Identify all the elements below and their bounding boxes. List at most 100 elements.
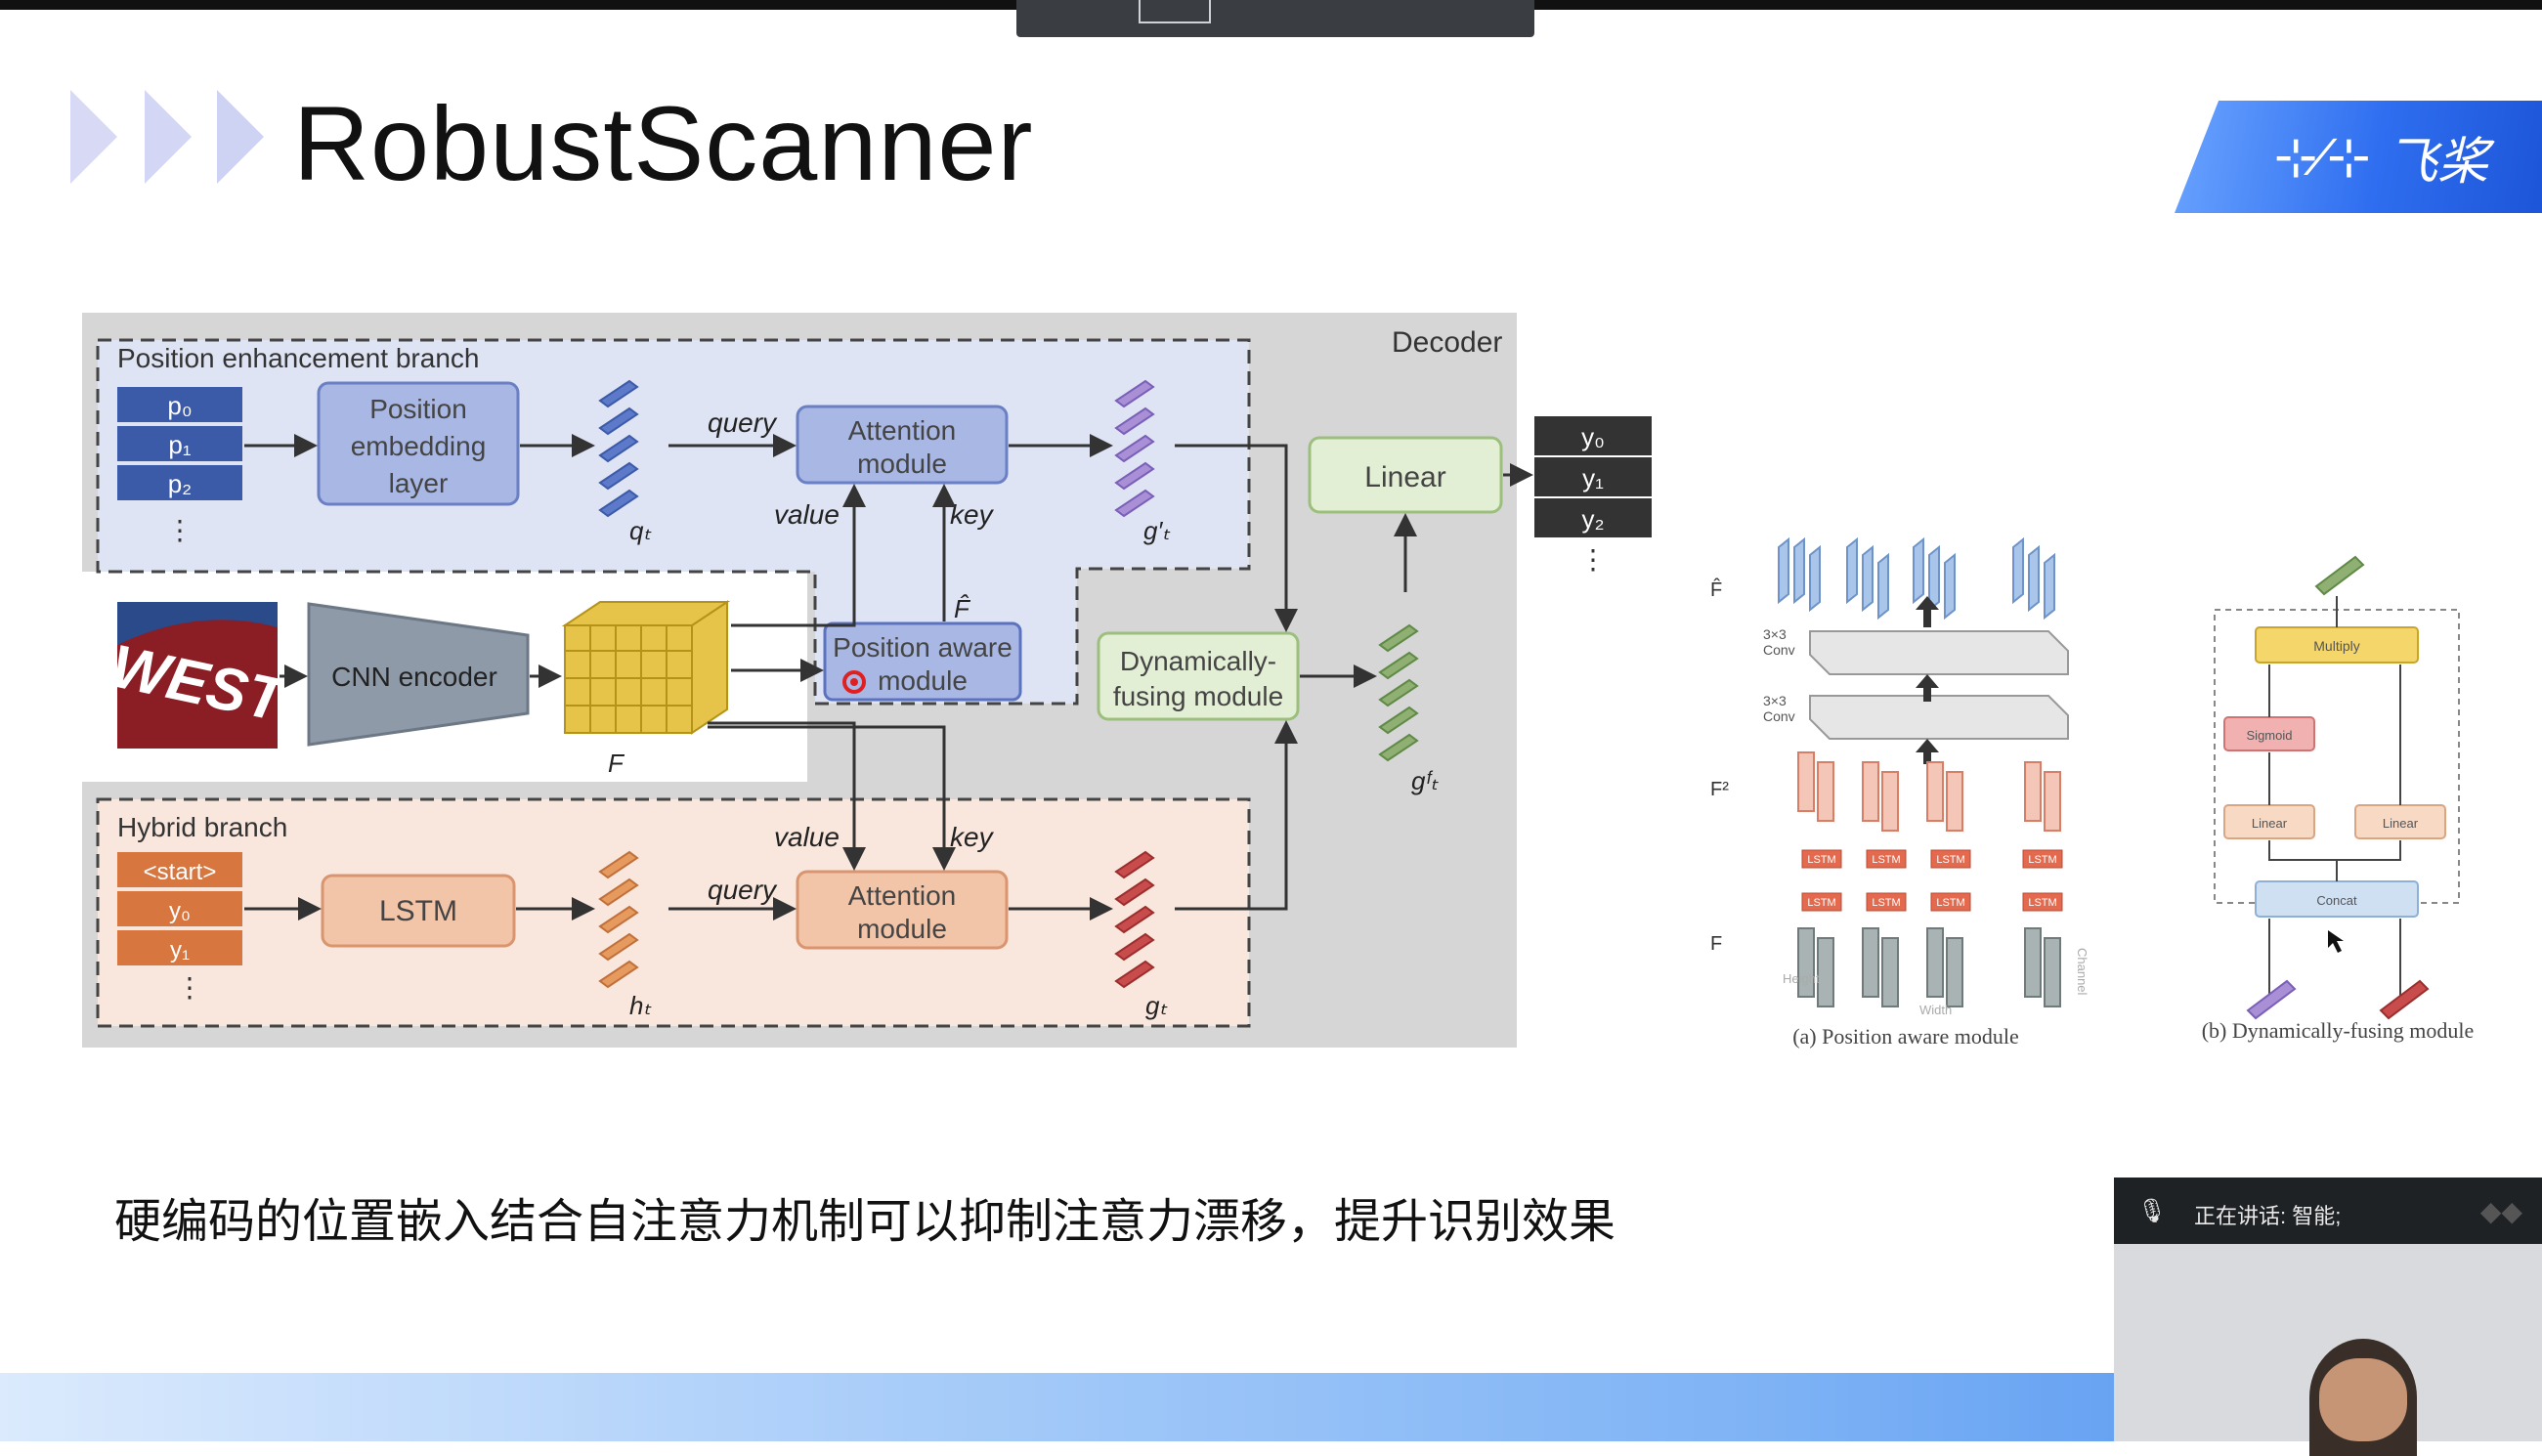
token-y1: y₁ bbox=[170, 937, 190, 964]
svg-text:LSTM: LSTM bbox=[1936, 897, 1964, 909]
svg-text:gₜ: gₜ bbox=[1145, 991, 1168, 1020]
svg-text:⋮: ⋮ bbox=[176, 972, 203, 1003]
svg-text:key: key bbox=[950, 499, 995, 530]
svg-text:F: F bbox=[608, 749, 625, 778]
svg-text:module: module bbox=[857, 449, 947, 479]
webcam-status-bar: 🎙 正在讲话: 智能; ◆◆ bbox=[2114, 1178, 2542, 1244]
svg-text:module: module bbox=[857, 914, 947, 944]
svg-text:Linear: Linear bbox=[2383, 816, 2419, 831]
paddle-logo: ⊹∕⊹ 飞桨 bbox=[2175, 101, 2542, 213]
svg-text:Attention: Attention bbox=[848, 415, 957, 446]
svg-text:embedding: embedding bbox=[351, 431, 487, 461]
svg-text:module: module bbox=[878, 665, 968, 696]
svg-text:Sigmoid: Sigmoid bbox=[2247, 728, 2293, 743]
cnn-encoder bbox=[307, 602, 530, 747]
svg-text:⋮: ⋮ bbox=[166, 515, 194, 545]
position-branch-label: Position enhancement branch bbox=[117, 343, 479, 373]
feature-map-F bbox=[561, 600, 731, 735]
attention-module-bottom bbox=[796, 870, 1009, 950]
paddle-mark-icon: ⊹∕⊹ bbox=[2273, 128, 2371, 187]
token-start: <start> bbox=[144, 859, 217, 885]
output-y1: y₁ bbox=[1582, 463, 1604, 492]
svg-text:Conv: Conv bbox=[1763, 642, 1795, 658]
audio-level-icon: ◆◆ bbox=[2479, 1196, 2522, 1226]
h-stack bbox=[598, 850, 639, 989]
linear-box bbox=[1308, 436, 1503, 514]
svg-text:gᶠₜ: gᶠₜ bbox=[1411, 766, 1440, 795]
svg-text:LSTM: LSTM bbox=[1872, 897, 1900, 909]
hybrid-branch-region bbox=[96, 797, 1251, 1028]
token-p0: p₀ bbox=[167, 391, 192, 420]
position-embedding-box bbox=[317, 381, 520, 506]
caption-b: (b) Dynamically-fusing module bbox=[2202, 1018, 2475, 1043]
svg-text:⋮: ⋮ bbox=[1579, 544, 1607, 575]
svg-text:LSTM: LSTM bbox=[1807, 897, 1835, 909]
svg-text:fusing module: fusing module bbox=[1113, 681, 1283, 711]
lstm-box bbox=[321, 874, 516, 948]
svg-text:layer: layer bbox=[389, 468, 449, 498]
svg-text:query: query bbox=[708, 407, 778, 438]
svg-text:g′ₜ: g′ₜ bbox=[1143, 516, 1171, 545]
svg-text:value: value bbox=[774, 499, 840, 530]
dynamic-fusing-detail: Multiply Sigmoid Linear Linear Concat (b… bbox=[2170, 537, 2541, 1055]
screen-share-toolbar[interactable] bbox=[1016, 0, 1534, 37]
svg-text:Width: Width bbox=[1919, 1003, 1952, 1017]
svg-text:Linear: Linear bbox=[1364, 461, 1445, 493]
g-t-stack bbox=[1114, 850, 1155, 989]
caption-a: (a) Position aware module bbox=[1792, 1024, 2019, 1049]
svg-text:LSTM: LSTM bbox=[2028, 854, 2056, 866]
svg-text:LSTM: LSTM bbox=[2028, 897, 2056, 909]
slide-title: RobustScanner bbox=[293, 84, 1034, 202]
svg-text:Dynamically-: Dynamically- bbox=[1120, 646, 1276, 676]
svg-text:Channel: Channel bbox=[2075, 948, 2090, 996]
svg-text:hₜ: hₜ bbox=[629, 991, 652, 1020]
svg-text:F̂: F̂ bbox=[954, 594, 971, 623]
svg-text:key: key bbox=[950, 822, 995, 852]
output-y0: y₀ bbox=[1581, 422, 1605, 451]
svg-text:Height: Height bbox=[1783, 971, 1820, 986]
dynamic-fusing-module bbox=[1097, 631, 1300, 721]
svg-text:CNN encoder: CNN encoder bbox=[331, 662, 497, 692]
svg-text:F̂: F̂ bbox=[1710, 578, 1722, 601]
g-prime-stack bbox=[1114, 379, 1155, 518]
svg-text:3×3: 3×3 bbox=[1763, 626, 1787, 642]
token-p1: p₁ bbox=[168, 430, 191, 459]
svg-text:LSTM: LSTM bbox=[379, 895, 457, 927]
position-tokens: p₀ p₁ p₂ ⋮ bbox=[117, 387, 242, 545]
decoder-label: Decoder bbox=[1392, 326, 1502, 359]
svg-text:query: query bbox=[708, 875, 778, 905]
token-y0: y₀ bbox=[169, 898, 191, 924]
position-aware-module bbox=[823, 621, 1022, 702]
position-aware-detail: F̂ 3×3 Conv 3×3 Conv F² LSTM LSTM LSTM LSTM… bbox=[1701, 528, 2111, 1055]
cursor-marker bbox=[842, 670, 866, 694]
token-p2: p₂ bbox=[168, 469, 193, 498]
robustscanner-diagram: Decoder Position enhancement branch Hybr… bbox=[82, 313, 1656, 1055]
speaking-status: 正在讲话: 智能; bbox=[2194, 1204, 2342, 1228]
svg-text:Concat: Concat bbox=[2316, 893, 2357, 908]
g-f-stack bbox=[1378, 623, 1419, 762]
output-y2: y₂ bbox=[1581, 504, 1604, 534]
svg-text:Linear: Linear bbox=[2252, 816, 2288, 831]
microphone-icon: 🎙 bbox=[2137, 1198, 2168, 1224]
logo-text: 飞桨 bbox=[2386, 134, 2488, 191]
svg-text:F: F bbox=[1710, 933, 1722, 955]
svg-text:F²: F² bbox=[1710, 779, 1729, 800]
svg-text:LSTM: LSTM bbox=[1807, 854, 1835, 866]
q-stack bbox=[598, 379, 639, 518]
mouse-cursor-icon bbox=[2328, 930, 2344, 953]
svg-text:value: value bbox=[774, 822, 840, 852]
svg-text:Attention: Attention bbox=[848, 880, 957, 911]
svg-text:Position aware: Position aware bbox=[833, 632, 1012, 663]
svg-text:LSTM: LSTM bbox=[1936, 854, 1964, 866]
hybrid-branch-label: Hybrid branch bbox=[117, 812, 287, 842]
svg-text:3×3: 3×3 bbox=[1763, 693, 1787, 708]
attention-module-top bbox=[796, 405, 1009, 485]
screen-share-toolbar-field[interactable] bbox=[1139, 0, 1211, 23]
svg-text:qₜ: qₜ bbox=[629, 516, 652, 545]
svg-text:Position: Position bbox=[369, 394, 467, 424]
slide-caption: 硬编码的位置嵌入结合自注意力机制可以抑制注意力漂移，提升识别效果 bbox=[114, 1194, 1616, 1249]
svg-text:Conv: Conv bbox=[1763, 708, 1795, 724]
diagram-arrows bbox=[244, 434, 1533, 921]
svg-text:Multiply: Multiply bbox=[2313, 638, 2359, 654]
svg-text:LSTM: LSTM bbox=[1872, 854, 1900, 866]
